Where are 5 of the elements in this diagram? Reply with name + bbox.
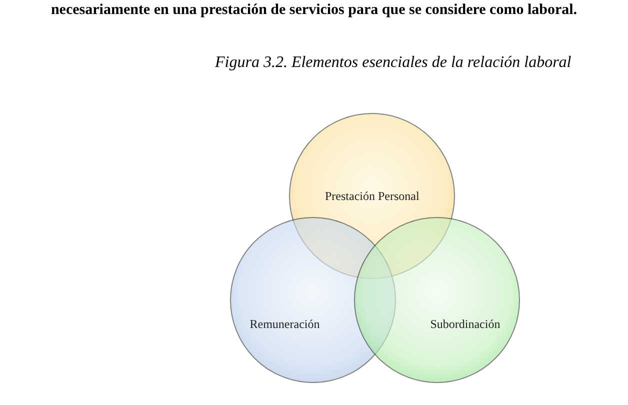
circle-label: Remuneración [250,317,320,332]
circle-label: Prestación Personal [325,188,420,204]
figure-caption: Figura 3.2. Elementos esenciales de la relación laboral [215,54,572,72]
circle-label: Subordinación [430,317,500,332]
body-text: necesariamente en una prestación de servicios para que se considere como laboral. [50,2,578,19]
